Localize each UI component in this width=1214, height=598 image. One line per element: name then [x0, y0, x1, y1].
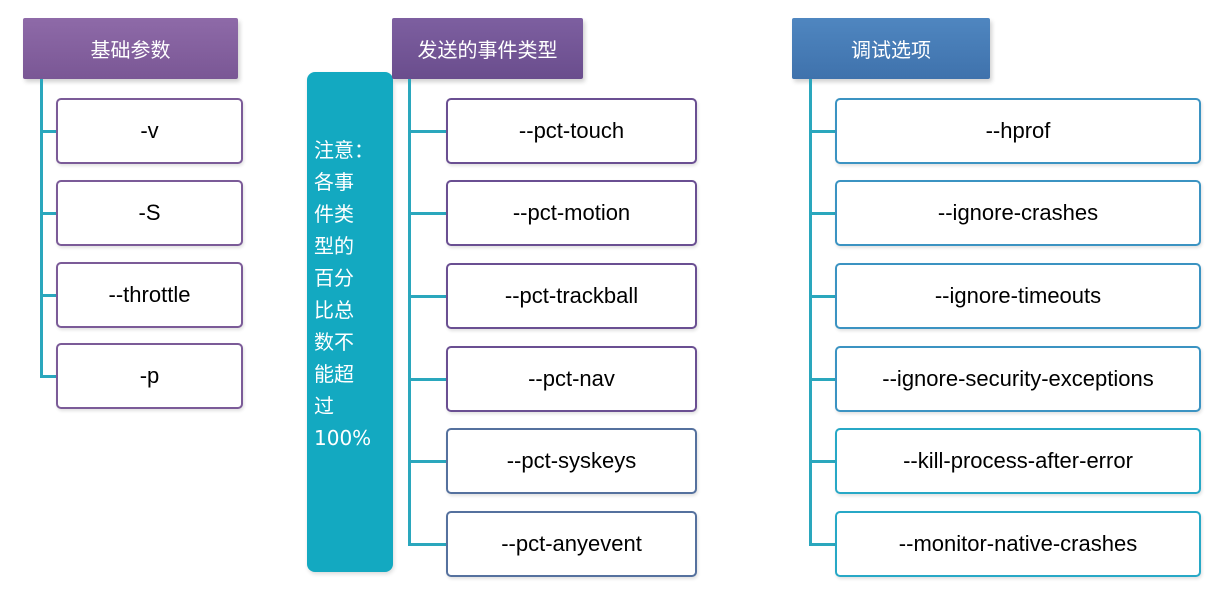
debug-item-monitor-native-crashes: --monitor-native-crashes [835, 511, 1201, 577]
debug-item-ignore-timeouts: --ignore-timeouts [835, 263, 1201, 329]
event-item-touch: --pct-touch [446, 98, 697, 164]
param-item-throttle: --throttle [56, 262, 243, 328]
connector-branch [809, 212, 835, 215]
connector-branch [408, 543, 446, 546]
connector-branch [809, 460, 835, 463]
basic-params-header: 基础参数 [23, 18, 238, 79]
debug-item-ignore-security-exceptions: --ignore-security-exceptions [835, 346, 1201, 412]
event-item-motion: --pct-motion [446, 180, 697, 246]
connector-branch [40, 294, 56, 297]
event-item-anyevent: --pct-anyevent [446, 511, 697, 577]
connector-branch [40, 130, 56, 133]
connector-branch [40, 212, 56, 215]
event-item-trackball: --pct-trackball [446, 263, 697, 329]
connector-branch [408, 460, 446, 463]
connector-branch [40, 375, 56, 378]
debug-item-kill-process-after-error: --kill-process-after-error [835, 428, 1201, 494]
connector-branch [408, 378, 446, 381]
connector-trunk [809, 79, 812, 545]
connector-branch [809, 295, 835, 298]
connector-branch [408, 295, 446, 298]
connector-branch [408, 130, 446, 133]
connector-trunk [40, 79, 43, 377]
event-types-header: 发送的事件类型 [392, 18, 583, 79]
debug-options-header: 调试选项 [792, 18, 990, 79]
param-item-v: -v [56, 98, 243, 164]
event-item-syskeys: --pct-syskeys [446, 428, 697, 494]
connector-branch [809, 543, 835, 546]
param-item-s: -S [56, 180, 243, 246]
connector-trunk [408, 79, 411, 545]
debug-item-ignore-crashes: --ignore-crashes [835, 180, 1201, 246]
param-item-p: -p [56, 343, 243, 409]
connector-branch [408, 212, 446, 215]
connector-branch [809, 378, 835, 381]
percentage-note: 注意： 各事 件类 型的 百分 比总 数不 能超 过 100% [307, 72, 393, 572]
connector-branch [809, 130, 835, 133]
event-item-nav: --pct-nav [446, 346, 697, 412]
debug-item-hprof: --hprof [835, 98, 1201, 164]
